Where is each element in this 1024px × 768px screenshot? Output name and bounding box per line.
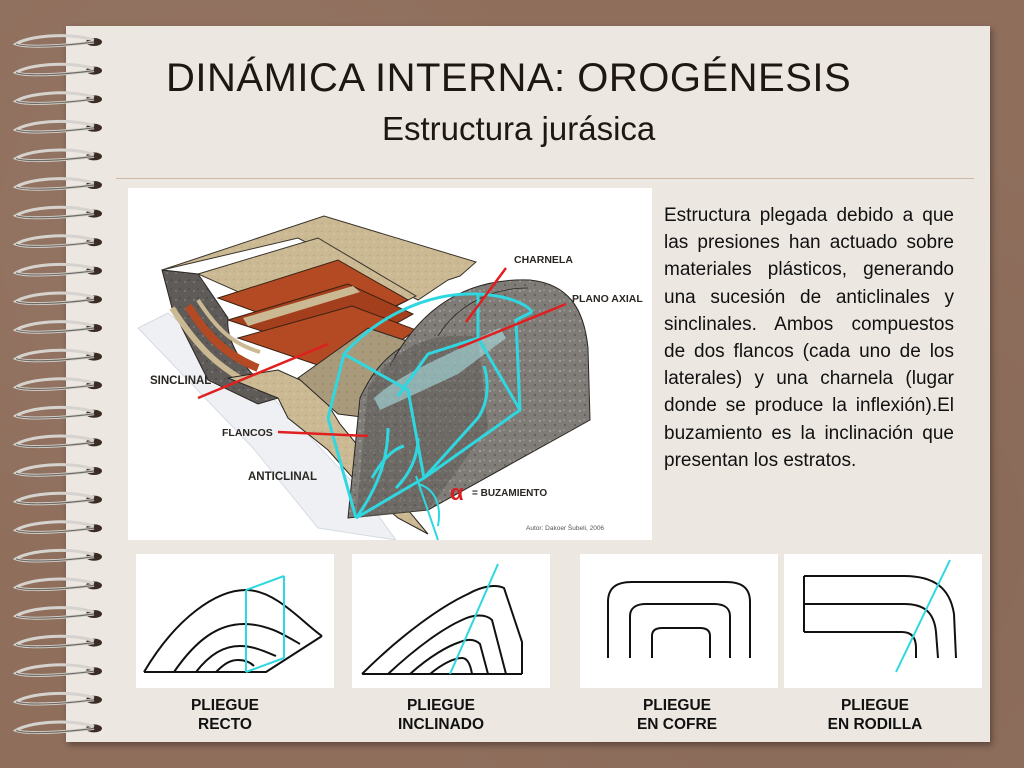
page-title: DINÁMICA INTERNA: OROGÉNESIS bbox=[166, 56, 852, 100]
binding-ring-shadow bbox=[15, 70, 95, 76]
binding-ring bbox=[12, 663, 95, 677]
binding-ring bbox=[12, 405, 95, 420]
binding-ring-shadow bbox=[15, 327, 95, 333]
binding-ring-shadow bbox=[15, 270, 95, 276]
fold-structure-illustration: CHARNELA PLANO AXIAL SINCLINAL FLANCOS A… bbox=[137, 215, 643, 541]
label-flancos: FLANCOS bbox=[222, 427, 273, 439]
binding-ring bbox=[12, 119, 95, 134]
plano-axial-pointer bbox=[457, 302, 567, 350]
binding-ring bbox=[12, 205, 95, 220]
binding-ring-shadow bbox=[15, 527, 95, 533]
binding-ring bbox=[12, 577, 95, 592]
binding-ring-shadow bbox=[15, 441, 95, 448]
label-charnela: CHARNELA bbox=[514, 254, 573, 266]
binding-ring bbox=[12, 177, 95, 191]
binding-ring bbox=[12, 91, 95, 105]
fold-recto-diagram bbox=[136, 554, 334, 688]
binding-ring-shadow bbox=[15, 98, 95, 104]
fold-structure-diagram: CHARNELA PLANO AXIAL SINCLINAL FLANCOS A… bbox=[128, 188, 652, 541]
binding-ring bbox=[12, 634, 95, 649]
fold-label-inclinado: PLIEGUE INCLINADO bbox=[397, 697, 485, 733]
binding-ring-shadow bbox=[15, 584, 95, 591]
fold-label-cofre: PLIEGUE EN COFRE bbox=[636, 697, 718, 733]
binding-ring-shadow bbox=[15, 642, 95, 648]
binding-ring-shadow bbox=[15, 213, 95, 219]
binding-ring-shadow bbox=[15, 727, 95, 734]
binding-ring bbox=[12, 262, 95, 277]
binding-ring bbox=[12, 320, 95, 334]
charnela-pointer bbox=[464, 267, 508, 323]
binding-ring-shadow bbox=[15, 699, 95, 705]
binding-ring bbox=[12, 548, 95, 563]
binding-ring bbox=[12, 691, 95, 706]
fold-rodilla-diagram bbox=[784, 554, 982, 688]
binding-ring bbox=[12, 291, 95, 306]
binding-ring-shadow bbox=[15, 298, 95, 305]
fold-cofre-diagram bbox=[580, 554, 778, 688]
binding-ring-shadow bbox=[15, 413, 95, 419]
binding-ring-shadow bbox=[15, 613, 95, 619]
label-anticlinal: ANTICLINAL bbox=[248, 471, 317, 483]
fold-inclinado-diagram bbox=[352, 554, 550, 688]
sinclinal-pointer bbox=[197, 342, 329, 400]
label-sinclinal: SINCLINAL bbox=[150, 375, 211, 387]
label-alpha: α bbox=[450, 480, 464, 505]
binding-ring bbox=[12, 148, 95, 163]
label-buzamiento: = BUZAMIENTO bbox=[472, 488, 547, 499]
slide-page: DINÁMICA INTERNA: OROGÉNESIS Estructura … bbox=[66, 26, 990, 742]
binding-ring bbox=[12, 463, 95, 477]
binding-ring bbox=[12, 606, 95, 620]
description-text: Estructura plegada debido a que las pres… bbox=[664, 205, 954, 471]
binding-ring-shadow bbox=[15, 241, 95, 247]
fold-label-rodilla: PLIEGUE EN RODILLA bbox=[827, 697, 923, 733]
divider bbox=[116, 178, 974, 179]
binding-ring bbox=[12, 720, 95, 735]
binding-ring bbox=[12, 520, 95, 534]
binding-ring-shadow bbox=[15, 670, 95, 676]
binding-ring-shadow bbox=[15, 155, 95, 162]
binding-ring bbox=[12, 491, 95, 506]
spiral-binding bbox=[12, 34, 102, 735]
binding-ring-shadow bbox=[15, 184, 95, 190]
binding-ring-shadow bbox=[15, 556, 95, 562]
binding-ring bbox=[12, 434, 95, 449]
diagram-credit: Autor: Dakoer Šubeli, 2006 bbox=[526, 523, 604, 532]
fold-label-recto: PLIEGUE RECTO bbox=[190, 697, 260, 733]
binding-ring bbox=[12, 34, 95, 48]
binding-ring-shadow bbox=[15, 499, 95, 505]
binding-ring bbox=[12, 234, 95, 248]
binding-ring bbox=[12, 348, 95, 363]
binding-ring bbox=[12, 377, 95, 391]
binding-ring-shadow bbox=[15, 356, 95, 362]
label-plano-axial: PLANO AXIAL bbox=[572, 293, 643, 305]
flancos-pointer bbox=[277, 430, 369, 438]
binding-ring bbox=[12, 62, 95, 77]
binding-ring-shadow bbox=[15, 41, 95, 47]
binding-ring-shadow bbox=[15, 384, 95, 390]
binding-ring-shadow bbox=[15, 470, 95, 476]
page-subtitle: Estructura jurásica bbox=[382, 110, 656, 147]
binding-ring-shadow bbox=[15, 127, 95, 133]
